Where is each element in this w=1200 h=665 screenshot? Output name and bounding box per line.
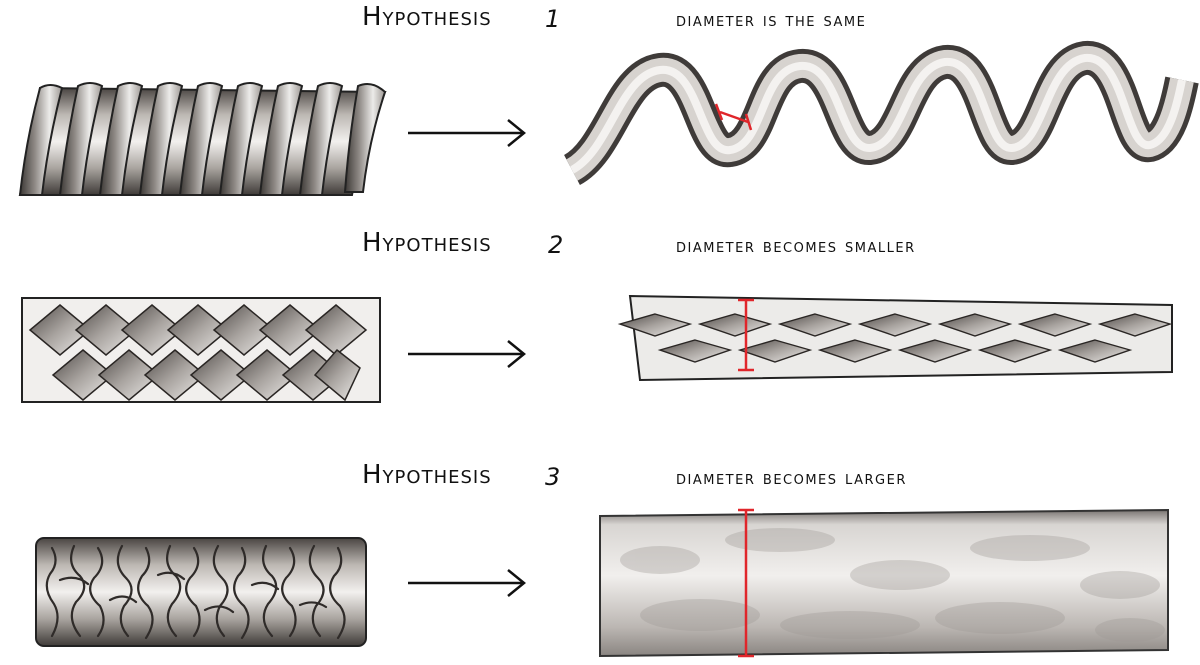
diameter-marker: [738, 508, 754, 658]
coiled-ribbon-tube: [18, 82, 387, 196]
stretched-helix-ribbon: [562, 41, 1199, 186]
hypothesis-3-label: Hypothesis: [362, 460, 492, 490]
braided-tube: [21, 297, 381, 403]
crumpled-tube: [35, 537, 367, 647]
stretched-braid-tube: [617, 294, 1173, 382]
diameter-marker: [714, 103, 753, 131]
hypothesis-2-description: diameter becomes smaller: [676, 235, 916, 257]
arrow-icon: [408, 569, 526, 597]
hypothesis-2-number: 2: [548, 231, 564, 259]
arrow-icon: [408, 340, 526, 368]
diameter-marker: [738, 298, 754, 372]
hypothesis-1-description: diameter is the same: [676, 9, 867, 31]
expanded-tube: [599, 508, 1169, 658]
hypothesis-3-description: diameter becomes larger: [676, 467, 907, 489]
hypothesis-2-label: Hypothesis: [362, 228, 492, 258]
arrow-icon: [408, 119, 526, 147]
hypothesis-3-number: 3: [545, 463, 561, 491]
hypothesis-1-label: Hypothesis: [362, 2, 492, 32]
hypothesis-1-number: 1: [545, 5, 561, 33]
